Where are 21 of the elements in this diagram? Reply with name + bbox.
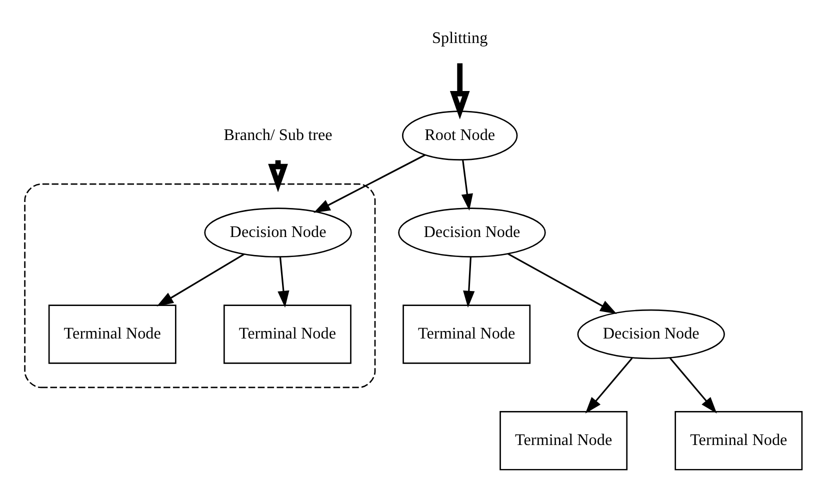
cluster	[24, 183, 376, 388]
arrow	[278, 256, 290, 308]
node-ellipse: Root Node	[402, 110, 518, 161]
node-box: Terminal Node	[223, 304, 352, 364]
arrow	[585, 358, 633, 414]
node-text: Branch/ Sub tree	[224, 126, 332, 144]
arrow	[450, 63, 470, 120]
arrow	[314, 154, 426, 213]
node-box: Terminal Node	[500, 411, 628, 470]
node-box: Terminal Node	[402, 304, 531, 364]
node-box: Terminal Node	[674, 411, 803, 470]
arrow	[461, 160, 473, 211]
node-text: Splitting	[432, 30, 488, 47]
arrow	[507, 253, 617, 314]
arrow	[463, 256, 475, 308]
node-ellipse: Decision Node	[398, 208, 546, 258]
arrow	[156, 254, 245, 306]
node-box: Terminal Node	[48, 304, 176, 364]
arrow	[669, 358, 717, 414]
node-ellipse: Decision Node	[577, 309, 725, 360]
node-ellipse: Decision Node	[204, 208, 352, 258]
